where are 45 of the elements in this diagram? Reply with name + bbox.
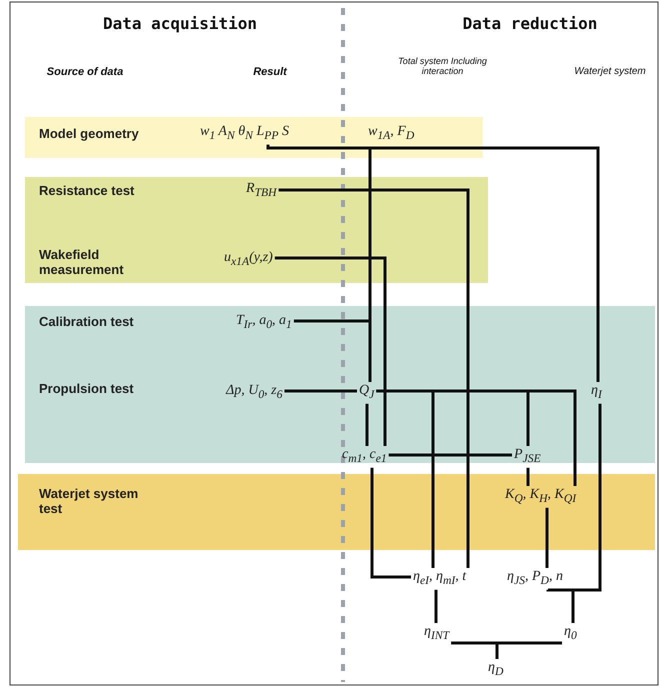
test-label: Resistance test xyxy=(39,183,136,198)
connector-line xyxy=(370,468,411,578)
connector-line xyxy=(546,588,574,623)
quantity-label: R$_{TBH}$ xyxy=(246,181,277,201)
quantity-label: Δp, U$_{0}$, z$_{6}$ xyxy=(226,383,282,403)
test-band xyxy=(25,177,488,283)
section-heading: Data reduction xyxy=(462,14,598,33)
column-heading: Waterjet system xyxy=(573,66,647,77)
section-heading: Data acquisition xyxy=(102,14,258,33)
connector-line xyxy=(434,590,438,623)
quantity-label: w$_{1}$ A$_{N}$ θ$_{N}$ L$_{PP}$ S xyxy=(200,124,289,144)
column-heading: Total system Including interaction xyxy=(397,56,488,76)
quantity-label: c$_{m1}$, c$_{e1}$ xyxy=(342,447,387,467)
test-band xyxy=(25,306,655,463)
column-heading: Source of data xyxy=(46,66,124,78)
test-label: Model geometry xyxy=(39,126,140,141)
quantity-label: η$_{INT}$ xyxy=(424,624,450,644)
test-label: Waterjet system test xyxy=(39,486,140,516)
quantity-label: T$_{Ir}$, a$_{0}$, a$_{1}$ xyxy=(236,313,292,333)
connector-line xyxy=(546,508,548,568)
quantity-label: P$_{JSE}$ xyxy=(514,447,541,467)
quantity-label: η$_{D}$ xyxy=(488,660,504,680)
connector-line xyxy=(496,642,562,659)
quantity-label: η$_{eI}$, η$_{mI}$, t xyxy=(413,569,466,589)
quantity-label: η$_{0}$ xyxy=(564,624,577,644)
test-label: Wakefield measurement xyxy=(39,247,125,277)
column-heading: Result xyxy=(252,66,288,78)
connector-line xyxy=(376,390,576,486)
quantity-label: Q$_{J}$ xyxy=(359,383,374,403)
quantity-label: u$_{x1A}$(y,z) xyxy=(224,250,273,270)
test-label: Calibration test xyxy=(39,314,135,329)
connector-line xyxy=(526,468,530,486)
quantity-label: η$_{JS}$, P$_{D}$, n xyxy=(507,569,563,589)
connector-line xyxy=(278,188,470,568)
quantity-label: η$_{I}$ xyxy=(591,383,602,403)
connector-line xyxy=(284,390,357,392)
connector-line xyxy=(274,256,386,446)
connector-line xyxy=(294,320,372,382)
test-band xyxy=(18,474,655,550)
connector-line xyxy=(388,454,512,456)
test-label: Propulsion test xyxy=(39,381,135,396)
quantity-label: K$_{Q}$, K$_{H}$, K$_{QI}$ xyxy=(505,487,576,507)
quantity-label: w$_{1A}$, F$_{D}$ xyxy=(368,124,414,144)
test-band xyxy=(25,117,483,158)
connector-line xyxy=(366,404,368,446)
